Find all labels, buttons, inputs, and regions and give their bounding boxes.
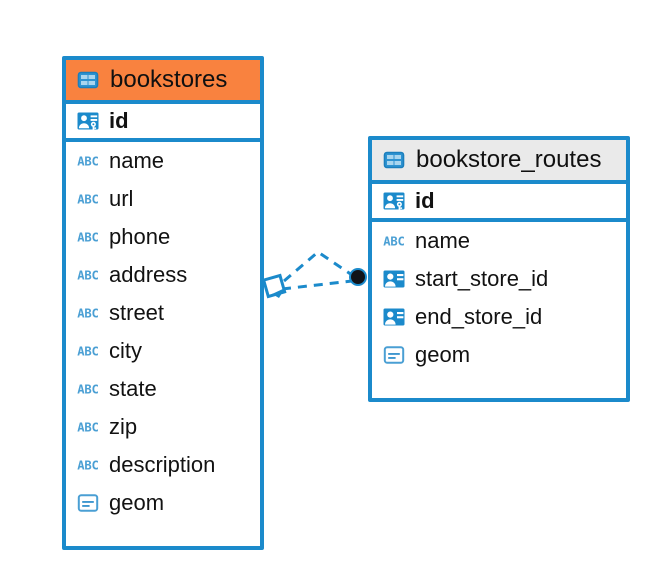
- svg-text:ABC: ABC: [77, 231, 98, 245]
- field-name: state: [109, 376, 157, 401]
- field-name: description: [109, 452, 216, 477]
- svg-text:ABC: ABC: [77, 269, 98, 283]
- svg-text:ABC: ABC: [77, 345, 98, 359]
- field-name: start_store_id: [415, 266, 549, 291]
- field-name: phone: [109, 224, 171, 249]
- table-icon: [76, 68, 100, 92]
- field-row[interactable]: ABC state: [66, 370, 260, 408]
- text-abc-icon: ABC: [76, 339, 100, 363]
- field-name: zip: [109, 414, 138, 439]
- field-row[interactable]: ABC url: [66, 180, 260, 218]
- primary-key-icon: [382, 189, 406, 213]
- field-row[interactable]: ABC city: [66, 332, 260, 370]
- text-abc-icon: ABC: [76, 415, 100, 439]
- svg-text:ABC: ABC: [77, 383, 98, 397]
- primary-key-icon: [76, 109, 100, 133]
- text-abc-icon: ABC: [76, 301, 100, 325]
- geometry-icon: [76, 491, 100, 515]
- field-name: id: [415, 188, 435, 213]
- svg-text:ABC: ABC: [77, 421, 98, 435]
- field-name: end_store_id: [415, 304, 543, 329]
- text-abc-icon: ABC: [76, 187, 100, 211]
- field-row[interactable]: start_store_id: [372, 260, 626, 298]
- field-row[interactable]: ABC address: [66, 256, 260, 294]
- relationship-line-upper: [283, 250, 353, 283]
- entity-header-bookstore_routes[interactable]: bookstore_routes: [372, 140, 626, 184]
- field-name: geom: [109, 490, 165, 515]
- geometry-icon: [382, 343, 406, 367]
- relationship-line-lower: [281, 279, 353, 291]
- field-name: geom: [415, 342, 471, 367]
- field-row[interactable]: ABC street: [66, 294, 260, 332]
- field-name: url: [109, 186, 134, 211]
- entity-header-bookstores[interactable]: bookstores: [66, 60, 260, 104]
- field-row[interactable]: geom: [66, 484, 260, 522]
- field-name: name: [109, 148, 165, 173]
- foreign-key-icon: [382, 305, 406, 329]
- svg-text:ABC: ABC: [77, 459, 98, 473]
- diamond-endpoint[interactable]: [261, 273, 287, 299]
- field-row[interactable]: end_store_id: [372, 298, 626, 336]
- entity-title: bookstores: [110, 66, 228, 93]
- field-row[interactable]: ABC name: [66, 142, 260, 180]
- field-row[interactable]: ABC phone: [66, 218, 260, 256]
- svg-text:ABC: ABC: [77, 193, 98, 207]
- field-row[interactable]: ABC name: [372, 222, 626, 260]
- field-name: id: [109, 108, 129, 133]
- svg-text:ABC: ABC: [77, 155, 98, 169]
- text-abc-icon: ABC: [76, 377, 100, 401]
- field-name: name: [415, 228, 471, 253]
- field-name: street: [109, 300, 165, 325]
- field-name: city: [109, 338, 142, 363]
- entity-title: bookstore_routes: [416, 146, 602, 173]
- text-abc-icon: ABC: [382, 229, 406, 253]
- table-icon: [382, 148, 406, 172]
- endpoint-halo: [349, 268, 367, 286]
- svg-text:ABC: ABC: [77, 307, 98, 321]
- field-row[interactable]: id: [372, 184, 626, 222]
- field-row[interactable]: ABC description: [66, 446, 260, 484]
- foreign-key-icon: [382, 267, 406, 291]
- text-abc-icon: ABC: [76, 225, 100, 249]
- field-row[interactable]: geom: [372, 336, 626, 374]
- filled-circle-endpoint[interactable]: [351, 270, 365, 284]
- field-name: address: [109, 262, 188, 287]
- text-abc-icon: ABC: [76, 263, 100, 287]
- field-row[interactable]: ABC zip: [66, 408, 260, 446]
- text-abc-icon: ABC: [76, 149, 100, 173]
- field-row[interactable]: id: [66, 104, 260, 142]
- svg-text:ABC: ABC: [383, 235, 404, 249]
- text-abc-icon: ABC: [76, 453, 100, 477]
